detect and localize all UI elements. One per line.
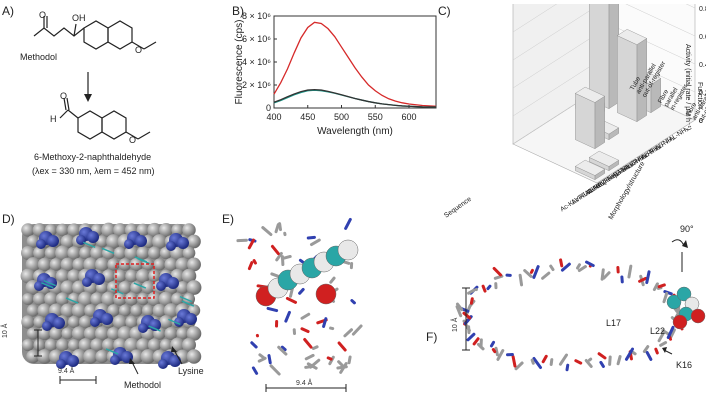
- l17-label: L17: [606, 318, 622, 328]
- l22-label: L22: [650, 326, 666, 336]
- bar-7: [574, 159, 606, 181]
- lysine-cluster-11: [56, 351, 79, 369]
- panel-label-b: B): [232, 4, 244, 18]
- d-scale-label: 10 Å: [2, 323, 9, 338]
- svg-text:O: O: [135, 45, 142, 55]
- x-tick-label: 500: [334, 112, 349, 122]
- methodol-label: Methodol: [20, 52, 58, 62]
- lysine-cluster-0: [36, 231, 59, 249]
- series-line-0: [273, 21, 437, 107]
- panel-label-a: A): [2, 4, 14, 18]
- lysine-cluster-7: [42, 313, 65, 331]
- z-tick-label: 0: [699, 118, 703, 125]
- methodol-f-atom-4: [690, 308, 706, 324]
- rotation-label: 90°: [680, 224, 694, 234]
- z-axis-label: Activity (initial rate / µM h⁻¹): [684, 44, 691, 130]
- y-tick-label: 8 × 10⁶: [242, 11, 271, 21]
- methodol-atom-7: [337, 239, 359, 261]
- fluorescence-chart: 0 2 × 10⁶ 4 × 10⁶ 6 × 10⁶ 8 × 10⁶ 400 450 500 55…: [234, 11, 437, 137]
- y-tick-label: 2 × 10⁶: [242, 80, 271, 90]
- lysine-cluster-10: [174, 309, 197, 327]
- plot-frame: [273, 15, 437, 109]
- d-width-label: 9.4 Å: [58, 368, 75, 375]
- e-width-label: 9.4 Å: [296, 380, 313, 387]
- y-tick-label: 6 × 10⁶: [242, 34, 271, 44]
- x-tick-label: 450: [300, 112, 315, 122]
- bar-1: [589, 4, 619, 110]
- highlight-box: [115, 263, 155, 299]
- lysine-cluster-6: [156, 273, 179, 291]
- series-line-2: [273, 88, 437, 108]
- sequence-axis-label: Sequence: [443, 196, 473, 220]
- panel-label-f: F): [426, 330, 438, 344]
- aldehyde-label: 6-Methoxy-2-naphthaldehyde: [34, 152, 152, 162]
- svg-text:OH: OH: [72, 13, 86, 23]
- lysine-cluster-2: [124, 231, 147, 249]
- k16-label: K16: [676, 360, 693, 370]
- panel-f-ring-model: [455, 239, 706, 372]
- methodol-atom-8: [315, 283, 337, 305]
- methodol-f-atom-0: [666, 294, 682, 310]
- methodol-f-atom-5: [672, 314, 688, 330]
- function-axis-label: Function: [696, 82, 703, 109]
- wavelengths-label: (λex = 330 nm, λem = 452 nm): [32, 166, 155, 176]
- x-tick-label: 600: [401, 112, 416, 122]
- bar-6: [588, 150, 620, 172]
- bar-5: [574, 86, 606, 150]
- f-scale-label: 10 Å: [452, 317, 459, 332]
- y-axis-label: Fluorescence (cps): [234, 19, 245, 104]
- svg-text:O: O: [60, 91, 67, 101]
- panel-d-surface-model: [20, 222, 202, 384]
- lysine-cluster-12: [110, 347, 133, 365]
- svg-text:H: H: [50, 114, 57, 124]
- y-tick-label: 4 × 10⁶: [242, 57, 271, 67]
- z-tick-label: 0.6: [699, 34, 706, 41]
- x-tick-label: 400: [266, 112, 281, 122]
- svg-text:O: O: [39, 10, 46, 20]
- panel-e-stick-model: [236, 217, 363, 392]
- y-tick-label: 0: [266, 103, 271, 113]
- z-grid-side: [512, 4, 558, 33]
- panel-label-c: C): [438, 4, 451, 18]
- bar-2: [616, 29, 648, 123]
- z-tick-label: 0.8: [699, 6, 706, 13]
- lysine-cluster-8: [90, 309, 113, 327]
- svg-text:O: O: [129, 135, 136, 145]
- z-grid: [625, 4, 696, 37]
- z-tick-label: 0.2: [699, 90, 706, 97]
- lysine-cluster-3: [166, 233, 189, 251]
- lysine-label: Lysine: [178, 366, 204, 376]
- z-tick-label: 0.4: [699, 62, 706, 69]
- panel-a-structures: O OH O O H O: [33, 10, 157, 145]
- methodol-d-label: Methodol: [124, 380, 162, 390]
- methodol-f-atom-1: [676, 286, 692, 302]
- panel-label-d: D): [2, 212, 15, 226]
- x-axis-label: Wavelength (nm): [317, 126, 393, 137]
- panel-label-e: E): [222, 212, 234, 226]
- lysine-cluster-5: [82, 269, 105, 287]
- x-tick-label: 550: [368, 112, 383, 122]
- lysine-cluster-1: [76, 227, 99, 245]
